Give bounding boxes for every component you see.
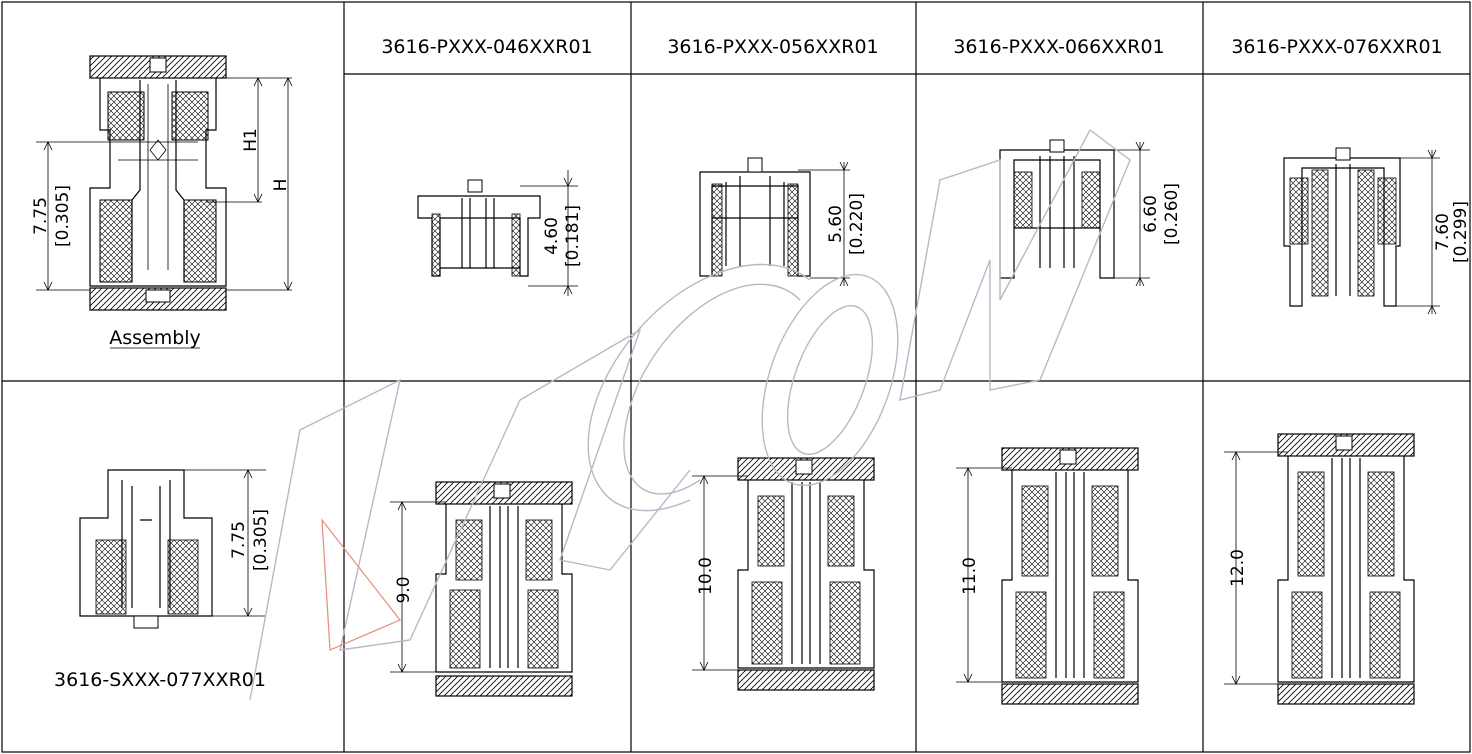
stack-dim-9: 9.0 xyxy=(394,576,414,603)
plug-046-dim-in: [0.181] xyxy=(563,205,583,267)
plug-046-dim-mm: 4.60 xyxy=(542,217,562,255)
stack-drawing-12 xyxy=(1224,433,1415,705)
socket-dim-mm: 7.75 xyxy=(229,521,249,559)
plug-056-dim-mm: 5.60 xyxy=(826,205,846,243)
socket-label: 3616-SXXX-077XXR01 xyxy=(54,669,266,691)
header-col-1: 3616-PXXX-046XXR01 xyxy=(381,36,592,58)
plug-056-dim-in: [0.220] xyxy=(847,193,867,255)
plug-066-dim-in: [0.260] xyxy=(1162,183,1182,245)
plug-066-dim-mm: 6.60 xyxy=(1141,195,1161,233)
dim-h-label: H xyxy=(271,179,291,192)
plug-drawing-046 xyxy=(417,170,578,296)
header-col-2: 3616-PXXX-056XXR01 xyxy=(667,36,878,58)
assembly-label: Assembly xyxy=(109,327,201,349)
header-col-4: 3616-PXXX-076XXR01 xyxy=(1231,36,1442,58)
header-col-3: 3616-PXXX-066XXR01 xyxy=(953,36,1164,58)
assembly-dim-in: [0.305] xyxy=(53,185,73,247)
stack-drawing-9 xyxy=(390,481,573,697)
plug-drawing-056 xyxy=(699,157,850,287)
dim-h1-label: H1 xyxy=(241,128,261,152)
watermark-logo xyxy=(249,128,1131,701)
stack-dim-11: 11.0 xyxy=(960,557,980,595)
plug-drawing-066 xyxy=(999,139,1150,287)
stack-drawing-11 xyxy=(956,447,1139,705)
stack-dim-10: 10.0 xyxy=(696,557,716,595)
socket-dim-in: [0.305] xyxy=(251,509,271,571)
assembly-dim-mm: 7.75 xyxy=(31,197,51,235)
assembly-drawing xyxy=(36,55,293,311)
plug-076-dim-in: [0.299] xyxy=(1451,201,1471,263)
plug-drawing-076 xyxy=(1283,147,1440,315)
plug-076-dim-mm: 7.60 xyxy=(1433,213,1453,251)
socket-drawing xyxy=(79,469,266,629)
stack-drawing-10 xyxy=(692,457,875,691)
stack-dim-12: 12.0 xyxy=(1228,549,1248,587)
